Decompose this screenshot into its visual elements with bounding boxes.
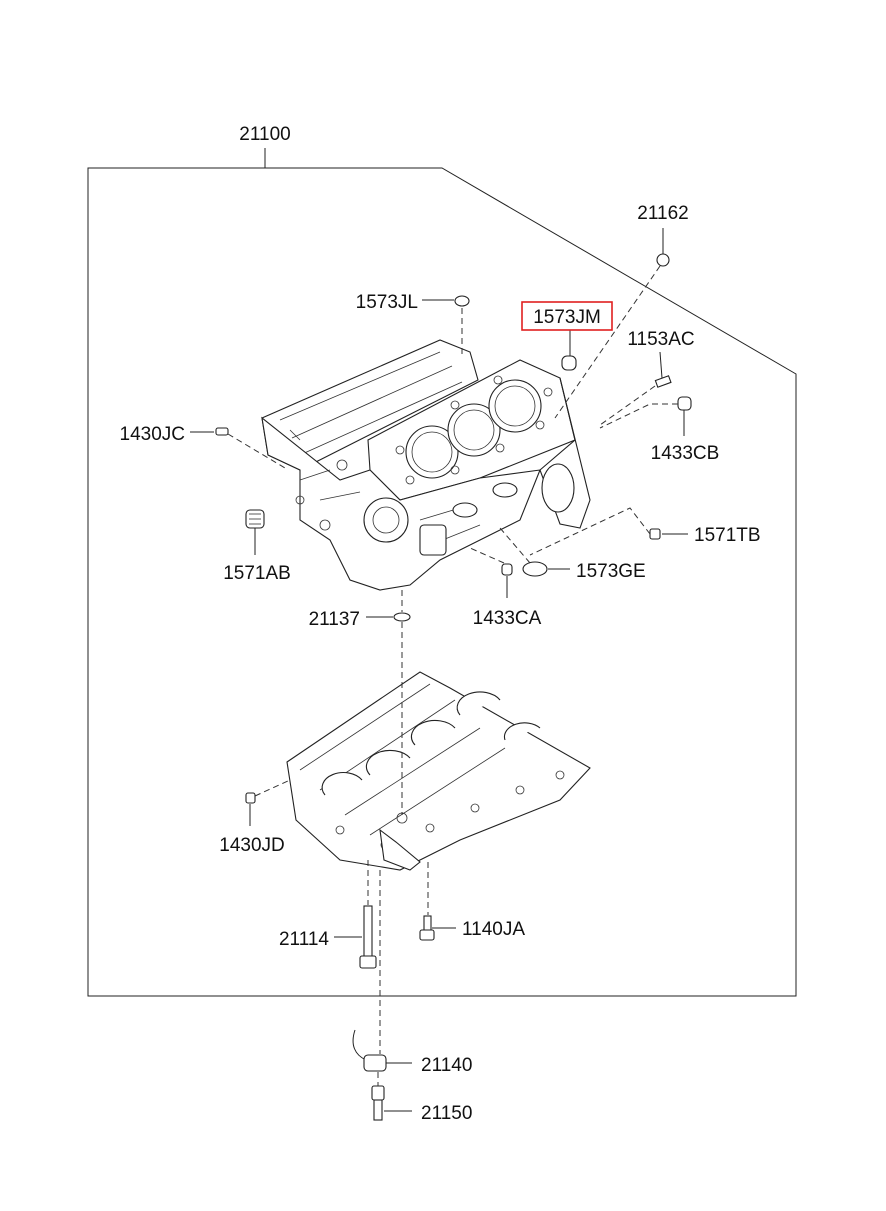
- assembly-boundary: [87, 167, 797, 997]
- cylinder-block-upper: [261, 339, 591, 591]
- plug-1571AB: [245, 509, 265, 555]
- label-1430JD[interactable]: 1430JD: [219, 835, 285, 856]
- plug-1573JM: [561, 330, 577, 371]
- pin-1430JC: [190, 427, 286, 469]
- label-21100[interactable]: 21100: [239, 124, 290, 145]
- pin-1430JD: [245, 779, 291, 826]
- label-1433CB[interactable]: 1433CB: [651, 443, 720, 464]
- label-1430JC[interactable]: 1430JC: [120, 424, 186, 445]
- label-1573JL[interactable]: 1573JL: [356, 292, 418, 313]
- bolt-21150: [371, 1072, 412, 1121]
- dowel-1433CB: [599, 396, 692, 436]
- bolt-21114: [334, 860, 377, 969]
- label-1573GE[interactable]: 1573GE: [576, 561, 646, 582]
- label-1573JM[interactable]: 1573JM: [533, 307, 601, 328]
- dowel-21162: [554, 228, 670, 419]
- label-21140[interactable]: 21140: [421, 1055, 472, 1076]
- label-1140JA[interactable]: 1140JA: [462, 919, 525, 940]
- label-1153AC[interactable]: 1153AC: [627, 329, 694, 350]
- label-21137[interactable]: 21137: [309, 609, 360, 630]
- dowel-1433CA: [469, 547, 513, 598]
- label-1433CA[interactable]: 1433CA: [473, 608, 542, 629]
- label-21150[interactable]: 21150: [421, 1103, 472, 1124]
- label-1571TB[interactable]: 1571TB: [694, 525, 761, 546]
- bolt-1140JA: [419, 862, 456, 941]
- sensor-21140: [352, 870, 412, 1072]
- label-21114[interactable]: 21114: [279, 929, 329, 950]
- stud-1153AC: [599, 351, 672, 426]
- crankcase-lower: [286, 671, 591, 871]
- oring-21137: [366, 590, 411, 815]
- label-1571AB[interactable]: 1571AB: [223, 563, 291, 584]
- plug-1573JL: [422, 295, 470, 355]
- plug-1571TB: [529, 507, 688, 556]
- plug-1573GE: [499, 527, 570, 577]
- label-21162[interactable]: 21162: [637, 203, 688, 224]
- highlight-box-1573JM: [521, 301, 613, 331]
